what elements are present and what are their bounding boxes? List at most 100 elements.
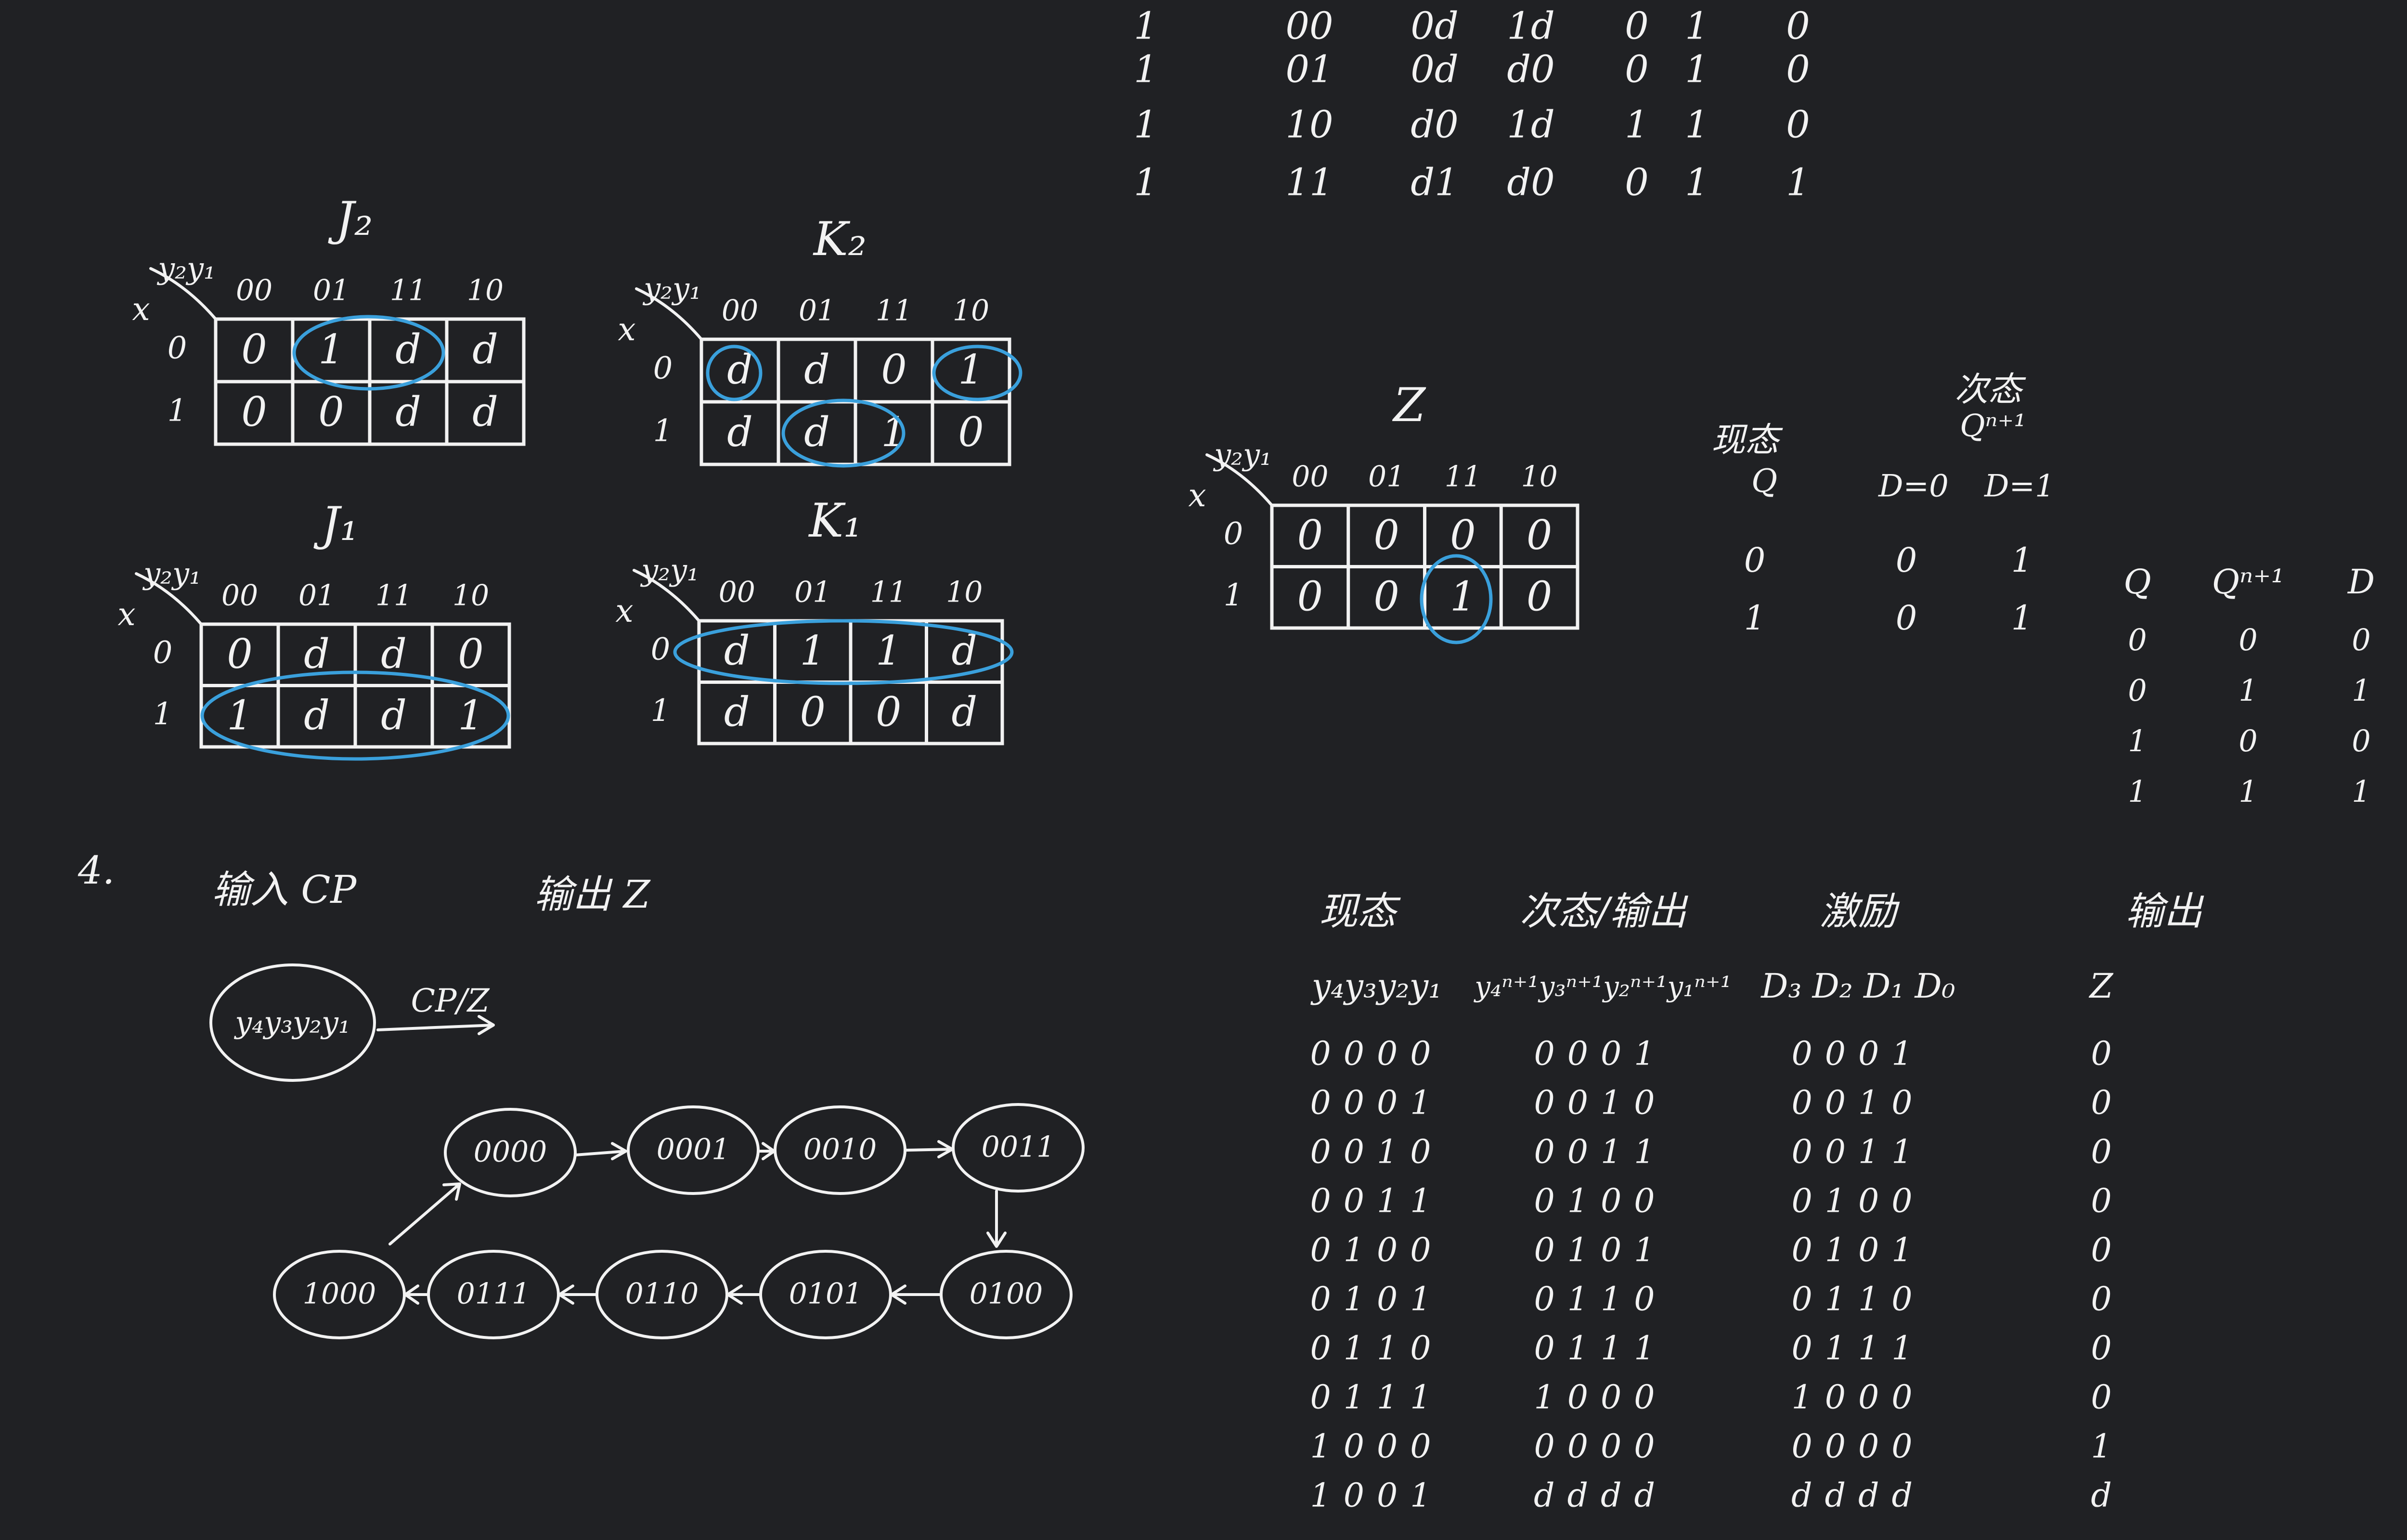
top-table-cell: 1 — [1625, 103, 1649, 147]
top-table-cell: 00 — [1285, 5, 1333, 48]
legend-transition-label: CP/Z — [411, 982, 490, 1019]
state-label: 0101 — [789, 1277, 863, 1311]
table-subheading: Q — [1751, 462, 1777, 500]
table-heading: Q — [2123, 562, 2151, 602]
top-table-cell: 1 — [1685, 161, 1709, 205]
kmap-col-header: 01 — [799, 294, 835, 328]
kmap-row-header: 1 — [1224, 578, 1243, 613]
top-table-cell: d0 — [1507, 161, 1555, 205]
kmap-corner-label: y₂y₁ — [156, 251, 216, 286]
table-cell: 0010 — [1310, 1133, 1443, 1171]
transition-arrow — [726, 1284, 762, 1305]
top-table-cell: 1 — [1685, 48, 1709, 91]
kmap-cell: 0 — [241, 326, 267, 373]
table-cell: 1000 — [1534, 1379, 1667, 1417]
kmap-col-header: 01 — [794, 576, 831, 609]
transition-arrow — [574, 1142, 627, 1160]
kmap-col-header: 01 — [313, 274, 349, 308]
kmap-cell: d — [724, 627, 750, 674]
transition-arrow — [904, 1140, 954, 1158]
table-cell: d — [2091, 1477, 2112, 1515]
top-table-cell: 10 — [1285, 103, 1333, 147]
kmap-row-header: 1 — [153, 696, 173, 732]
table-cell: 1 — [2352, 774, 2370, 809]
kmap-row-header: 0 — [153, 635, 173, 670]
kmap-cell: d — [395, 326, 421, 373]
kmap-cell: 1 — [800, 627, 826, 674]
kmap-cell: 1 — [958, 346, 984, 393]
kmap-corner-label: y₂y₁ — [642, 271, 701, 306]
table-cell: 0110 — [1534, 1281, 1667, 1319]
problem-output-label: 输出 Z — [534, 872, 650, 917]
table-cell: 1 — [2352, 673, 2370, 708]
kmap-corner-line — [149, 267, 217, 321]
kmap-title: J₂ — [328, 192, 373, 246]
top-table-cell: d0 — [1411, 103, 1459, 147]
problem-input-label: 输入 CP — [212, 867, 357, 912]
kmap-col-header: 11 — [1445, 460, 1481, 494]
table-cell: 0000 — [1534, 1428, 1667, 1466]
table-subheading: D=0 — [1878, 469, 1949, 504]
kmap-cell: d — [304, 630, 330, 678]
kmap-cell: d — [472, 326, 498, 373]
kmap-col-header: 00 — [719, 576, 755, 609]
table-cell: 1 — [2011, 540, 2033, 580]
top-table-cell: 1 — [1134, 48, 1158, 91]
table-cell: 0 — [2091, 1084, 2111, 1122]
kmap-group-loop — [200, 670, 510, 761]
top-table-cell: 0 — [1786, 48, 1810, 91]
kmap-cell: 0 — [1527, 573, 1552, 620]
kmap-group-loop — [292, 315, 445, 391]
table-cell: 1 — [2091, 1428, 2111, 1466]
table-cell: 0 — [2091, 1379, 2111, 1417]
table-cell: 0111 — [1310, 1379, 1443, 1417]
table-cell: 1000 — [1791, 1379, 1925, 1417]
transition-arrow — [890, 1284, 943, 1305]
top-table-cell: 0 — [1625, 5, 1649, 48]
top-table-cell: 1 — [1134, 161, 1158, 205]
table-cell: 0100 — [1534, 1182, 1667, 1220]
top-table-cell: 0d — [1411, 5, 1459, 48]
kmap-cell: 0 — [800, 688, 826, 735]
top-table-cell: d0 — [1507, 48, 1555, 91]
table-cell: 1 — [2239, 774, 2257, 809]
table-group-heading: 输出 — [2125, 889, 2204, 934]
transition-arrow — [388, 1182, 461, 1245]
kmap-row-header: 0 — [653, 351, 673, 386]
table-cell: 0000 — [1310, 1035, 1443, 1073]
top-table-cell: 0 — [1786, 5, 1810, 48]
kmap-col-header: 10 — [453, 579, 489, 613]
legend-state-circle — [209, 963, 376, 1082]
top-table-cell: 0d — [1411, 48, 1459, 91]
table-heading: D — [2347, 562, 2375, 602]
table-cell: 0111 — [1534, 1330, 1667, 1368]
kmap-title: J₁ — [313, 497, 359, 551]
kmap-cell: 1 — [227, 692, 252, 739]
table-cell: 0 — [2091, 1133, 2111, 1171]
kmap-corner-line — [135, 572, 203, 626]
top-table-cell: 1 — [1134, 5, 1158, 48]
table-subheading: Z — [2089, 966, 2114, 1006]
table-subheading: y₄y₃y₂y₁ — [1310, 966, 1442, 1006]
kmap-row-variable: x — [1188, 477, 1206, 514]
kmap-row-variable: x — [132, 291, 150, 328]
kmap-col-header: 10 — [467, 274, 504, 308]
kmap-cell: d — [381, 630, 407, 678]
kmap-group-loop — [673, 619, 1014, 685]
transition-arrow — [757, 1142, 776, 1160]
kmap-col-header: 00 — [221, 579, 258, 613]
legend-state-label: y₄y₃y₂y₁ — [233, 1005, 350, 1040]
table-cell: 0101 — [1534, 1232, 1667, 1270]
kmap-col-header: 11 — [390, 274, 427, 308]
kmap-grid — [214, 317, 526, 446]
kmap-corner-line — [633, 569, 700, 622]
table-cell: 0 — [2091, 1232, 2111, 1270]
kmap-cell: d — [472, 388, 498, 436]
top-table-cell: 0 — [1625, 48, 1649, 91]
table-cell: 0011 — [1534, 1133, 1667, 1171]
kmap-cell: d — [727, 409, 753, 456]
